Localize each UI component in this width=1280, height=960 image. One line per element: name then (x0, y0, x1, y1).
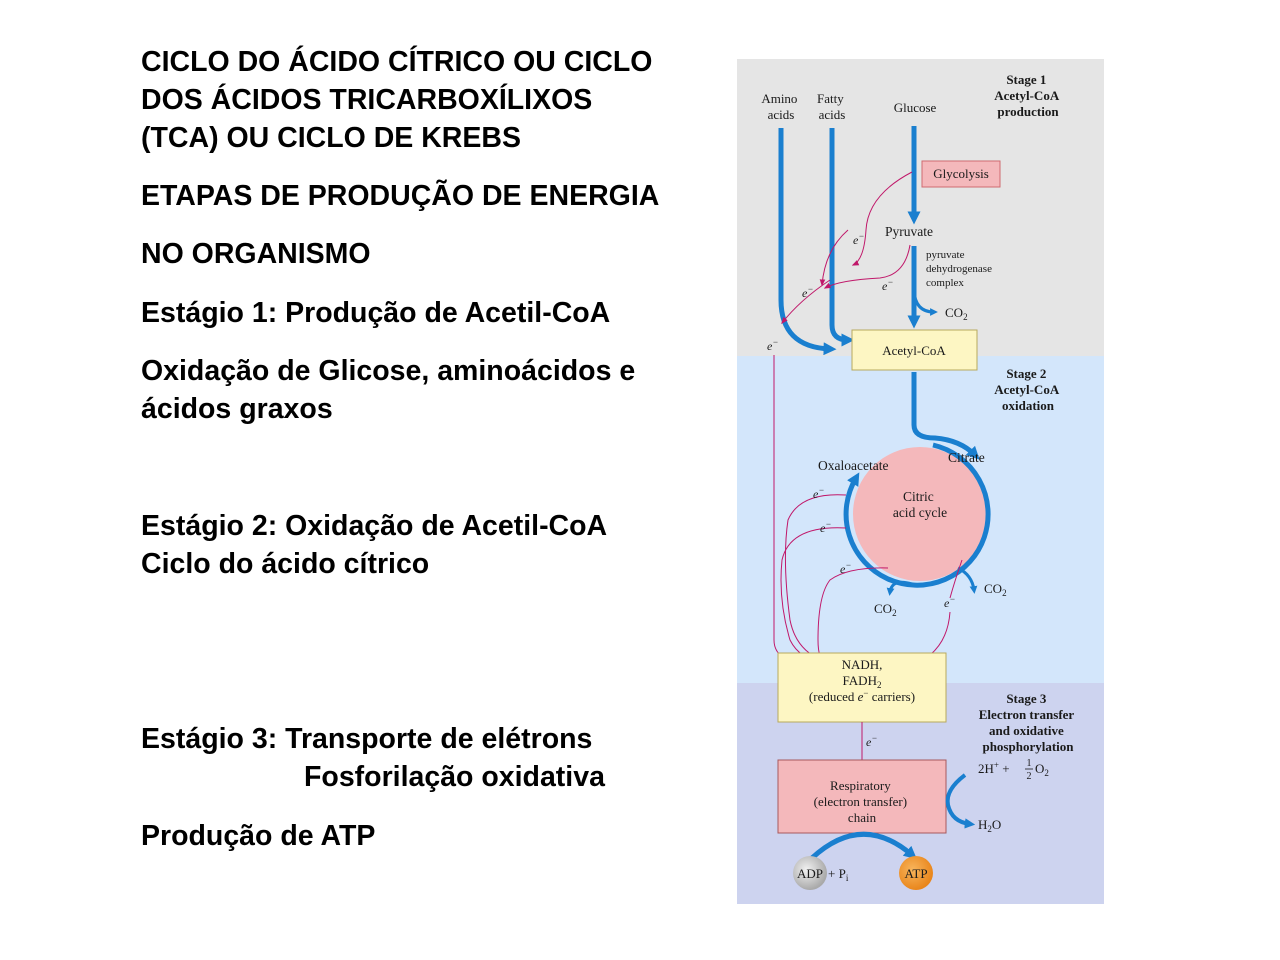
fadh2-label: FADH2 (843, 673, 882, 690)
estagio2-desc: Ciclo do ácido cítrico (141, 548, 430, 580)
slide-title: CICLO DO ÁCIDO CÍTRICO OU CICLO DOS ÁCID… (141, 43, 652, 157)
estagio2-heading: Estágio 2: Oxidação de Acetil-CoA (141, 510, 608, 542)
half-denominator: 2 (1027, 771, 1032, 782)
stage1-title: Stage 1 Acetyl-CoA production (994, 72, 1062, 119)
adp-circle (793, 856, 827, 890)
acetyl-coa-box (851, 329, 978, 371)
h2o-label: H2O (978, 817, 1001, 834)
electron-label-7: e− (840, 560, 851, 576)
estagio3-desc: Fosforilação oxidativa (304, 761, 605, 793)
amino-acids-arrow (778, 128, 837, 356)
etapas-line-1: ETAPAS DE PRODUÇÃO DE ENERGIA (141, 180, 660, 212)
pi-label: + Pi (828, 866, 849, 883)
co2-arrow-right (957, 566, 978, 594)
respiratory-chain-label: Respiratory (electron transfer) chain (814, 778, 911, 825)
fatty-acids-arrow (829, 128, 855, 347)
half-numerator: 1 (1027, 758, 1032, 769)
electron-label-9: e− (866, 733, 877, 749)
stage1-electron-arrows (781, 171, 913, 325)
title-line-2: DOS ÁCIDOS TRICARBOXÍLIXOS (141, 84, 593, 116)
electron-label-2: e− (882, 277, 893, 293)
amino-acids-label: Amino acids (761, 91, 800, 122)
co2-label-stage1: CO2 (945, 305, 968, 322)
co2-arrow-stage1 (912, 289, 938, 316)
electron-label-1: e− (853, 231, 864, 247)
electron-label-8: e− (944, 594, 955, 610)
atp-circle (899, 856, 933, 890)
glycolysis-box (921, 160, 1001, 188)
atp-label: ATP (904, 866, 927, 881)
acetyl-coa-label: Acetyl-CoA (882, 343, 946, 358)
respiratory-chain-box (777, 759, 947, 834)
acetyl-coa-to-citrate-arrow (911, 372, 980, 460)
estagio1-desc-1: Oxidação de Glicose, aminoácidos e (141, 355, 636, 387)
nadh-fadh2-box (777, 652, 947, 723)
co2-label-right: CO2 (984, 581, 1007, 598)
stage1-flow-arrows (778, 126, 921, 356)
electron-label-4: e− (767, 337, 778, 353)
pyruvate-label: Pyruvate (885, 224, 933, 239)
title-line-1: CICLO DO ÁCIDO CÍTRICO OU CICLO (141, 46, 653, 78)
estagio1-desc-2: ácidos graxos (141, 393, 333, 425)
pdh-complex-label: pyruvate dehydrogenase complex (926, 249, 995, 289)
citric-acid-cycle-circle (853, 447, 987, 581)
nadh-label: NADH, (842, 657, 883, 672)
estagio3-heading: Estágio 3: Transporte de elétrons (141, 723, 593, 755)
electron-label-3: e− (802, 284, 813, 300)
o2-label: O2 (1035, 761, 1049, 778)
stage2-title: Stage 2 Acetyl-CoA oxidation (994, 366, 1062, 413)
glucose-label: Glucose (894, 100, 937, 115)
reduced-carriers-label: (reduced e− carriers) (809, 688, 915, 704)
electron-label-5: e− (813, 485, 824, 501)
cycle-arrow (843, 442, 991, 588)
fatty-acids-label: Fatty acids (817, 91, 847, 122)
electron-label-6: e− (820, 519, 831, 535)
oxaloacetate-label: Oxaloacetate (818, 458, 888, 473)
glycolysis-label: Glycolysis (933, 166, 989, 181)
title-line-3: (TCA) OU CICLO DE KREBS (141, 122, 521, 154)
etapas-line-2: NO ORGANISMO (141, 238, 371, 270)
oxygen-reactants-label: 2H+ + (978, 760, 1010, 776)
atp-line: Produção de ATP (141, 820, 376, 852)
citrate-label: Citrate (948, 450, 985, 465)
estagio1-heading: Estágio 1: Produção de Acetil-CoA (141, 297, 611, 329)
adp-to-atp-arrow (810, 831, 917, 860)
adp-label: ADP (797, 866, 823, 881)
stage3-title: Stage 3 Electron transfer and oxidative … (979, 691, 1077, 754)
oxygen-to-water-arrow (945, 773, 976, 829)
citric-acid-cycle-label: Citric acid cycle (893, 489, 947, 520)
co2-arrow-left (886, 580, 913, 596)
co2-label-left: CO2 (874, 601, 897, 618)
